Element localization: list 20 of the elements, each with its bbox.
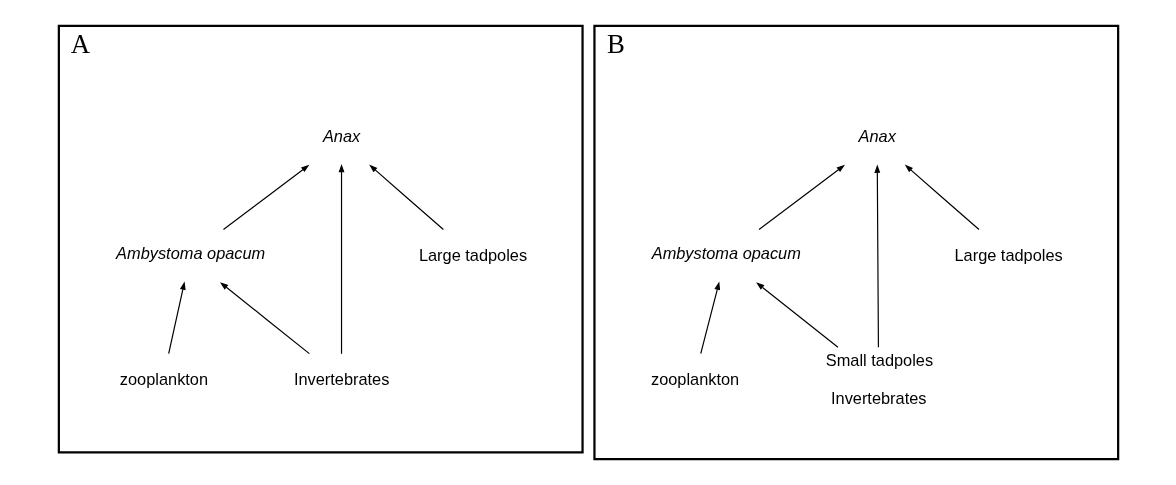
arrow (757, 164, 845, 231)
node-text: Small tadpoles Invertebrates (825, 351, 933, 407)
node-text: Large tadpoles (953, 245, 1063, 264)
node-text: Invertebrates (293, 370, 389, 389)
arrow (904, 164, 980, 231)
arrow (873, 164, 880, 348)
arrow (368, 164, 444, 231)
arrow (755, 282, 839, 348)
node-text: Large tadpoles (418, 245, 527, 264)
node-text: zooplankton (119, 370, 208, 389)
node-text: Ambystoma opacum (115, 244, 265, 263)
arrow (699, 281, 720, 355)
arrow (167, 281, 186, 355)
node-text: Ambystoma opacum (651, 244, 801, 263)
node-text: zooplankton (650, 370, 739, 389)
arrow (219, 282, 310, 355)
node-text: Anax (322, 126, 360, 145)
arrow (338, 164, 344, 355)
arrow (222, 164, 309, 231)
node-text: Anax (858, 126, 896, 145)
